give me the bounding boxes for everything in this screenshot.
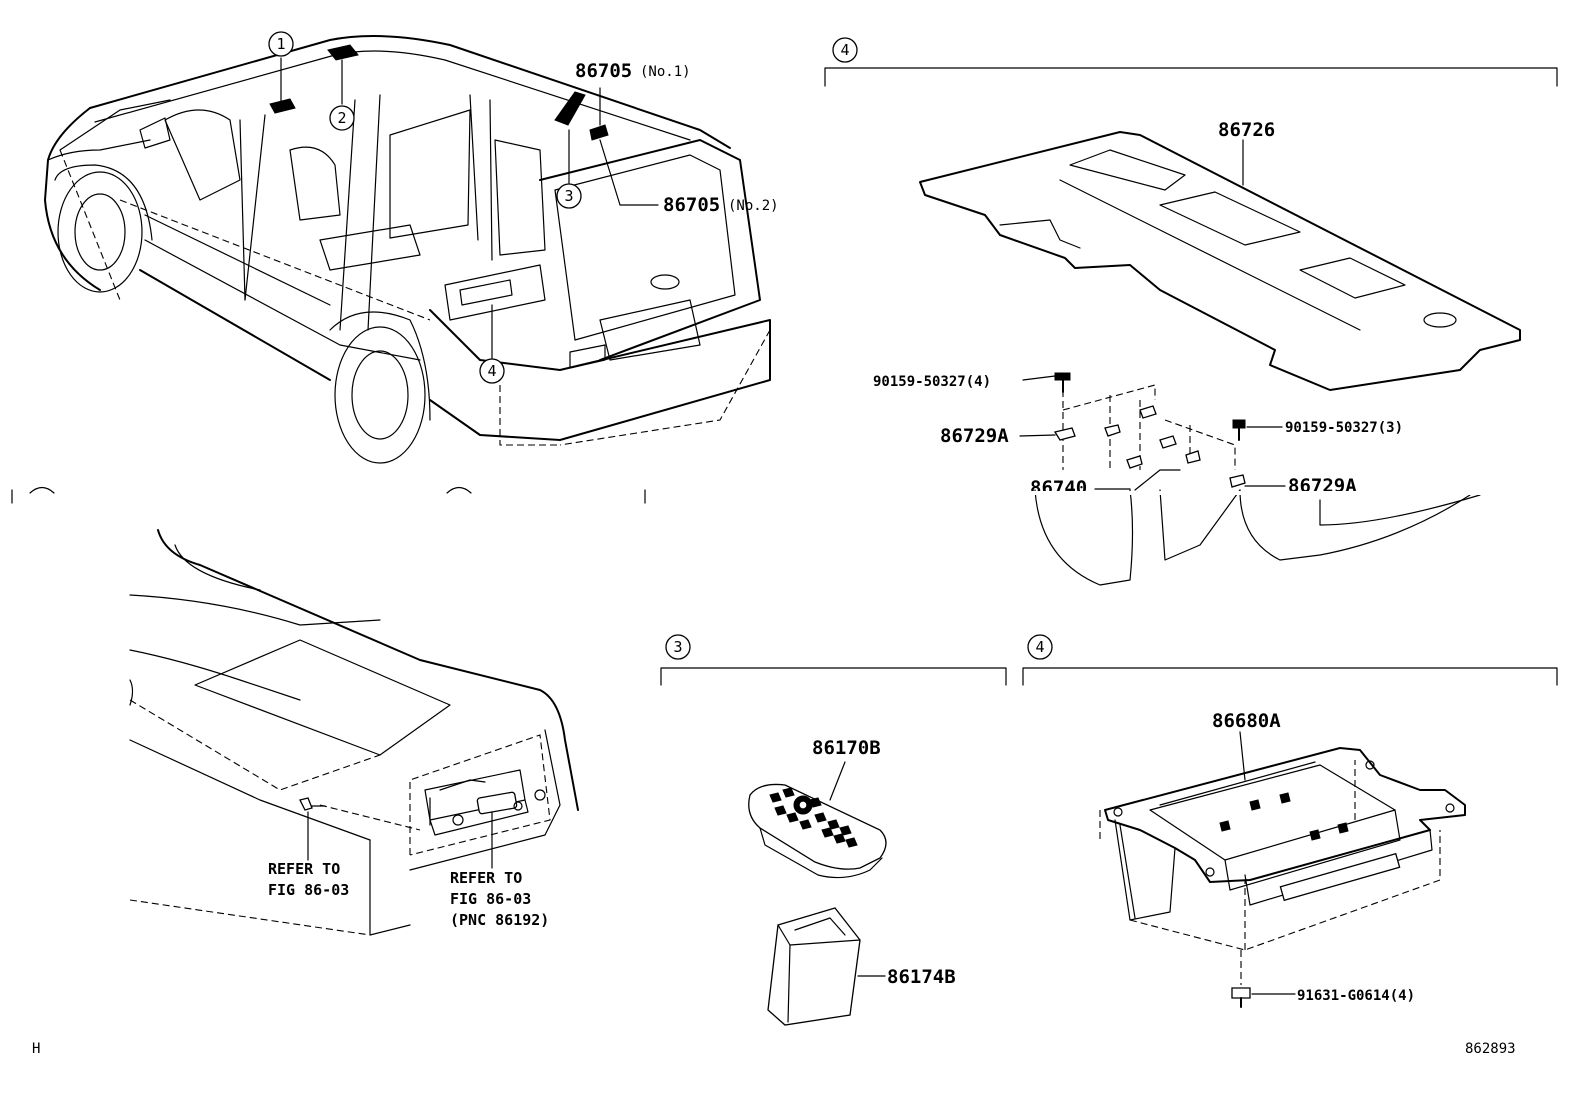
part-86174b: 86174B <box>887 966 956 988</box>
part-86705-no1-note: (No.1) <box>640 64 691 80</box>
svg-text:2: 2 <box>337 109 346 127</box>
remote-control-illustration <box>748 783 887 879</box>
crop-marks <box>11 486 646 504</box>
remote-holder-illustration <box>767 907 861 1026</box>
refer-right-line2: FIG 86-03 <box>450 890 531 908</box>
vehicle-leaders <box>280 57 659 359</box>
section-right-bracket: 4 <box>1022 634 1558 686</box>
leader-86680a <box>1239 731 1246 781</box>
svg-text:3: 3 <box>673 638 682 656</box>
drawing-number: 862893 <box>1465 1041 1516 1057</box>
callout-3: 3 <box>556 183 582 209</box>
leader-86729a-left <box>1019 434 1056 437</box>
console-illustration <box>129 529 579 936</box>
svg-text:4: 4 <box>840 41 849 59</box>
leader-90159-4 <box>1022 375 1056 381</box>
part-91631-g0614-4: 91631-G0614(4) <box>1297 988 1415 1004</box>
leader-86170b <box>829 761 846 801</box>
deck-board-illustration <box>919 131 1521 391</box>
crop-mask <box>1000 491 1560 495</box>
footer-code: H <box>32 1041 40 1057</box>
svg-text:4: 4 <box>1035 638 1044 656</box>
svg-text:1: 1 <box>276 35 285 53</box>
part-86170b: 86170B <box>812 737 881 759</box>
callout-2: 2 <box>329 105 355 131</box>
refer-left-line2: FIG 86-03 <box>268 881 349 899</box>
callout-4: 4 <box>479 358 505 384</box>
part-86729a-left: 86729A <box>940 425 1009 447</box>
part-86705-no1: 86705 <box>575 60 632 82</box>
refer-right-line1: REFER TO <box>450 869 522 887</box>
dvd-player-illustration <box>1099 747 1466 1008</box>
part-90159-50327-3: 90159-50327(3) <box>1285 420 1403 436</box>
callout-1: 1 <box>268 31 294 57</box>
refer-right-line3: (PNC 86192) <box>450 911 549 929</box>
section-mid-bracket: 3 <box>660 634 1007 686</box>
section-top-right-bracket: 4 <box>824 37 1558 87</box>
vehicle-illustration <box>44 35 771 464</box>
part-86705-no2-note: (No.2) <box>728 198 779 214</box>
hook-assembly-illustration <box>1034 372 1481 586</box>
part-86726: 86726 <box>1218 119 1275 141</box>
refer-left-line1: REFER TO <box>268 860 340 878</box>
part-86680a: 86680A <box>1212 710 1281 732</box>
svg-text:3: 3 <box>564 187 573 205</box>
part-86740: 86740 <box>1030 477 1087 499</box>
part-86705-no2: 86705 <box>663 194 720 216</box>
svg-text:4: 4 <box>487 362 496 380</box>
part-90159-50327-4: 90159-50327(4) <box>873 374 991 390</box>
